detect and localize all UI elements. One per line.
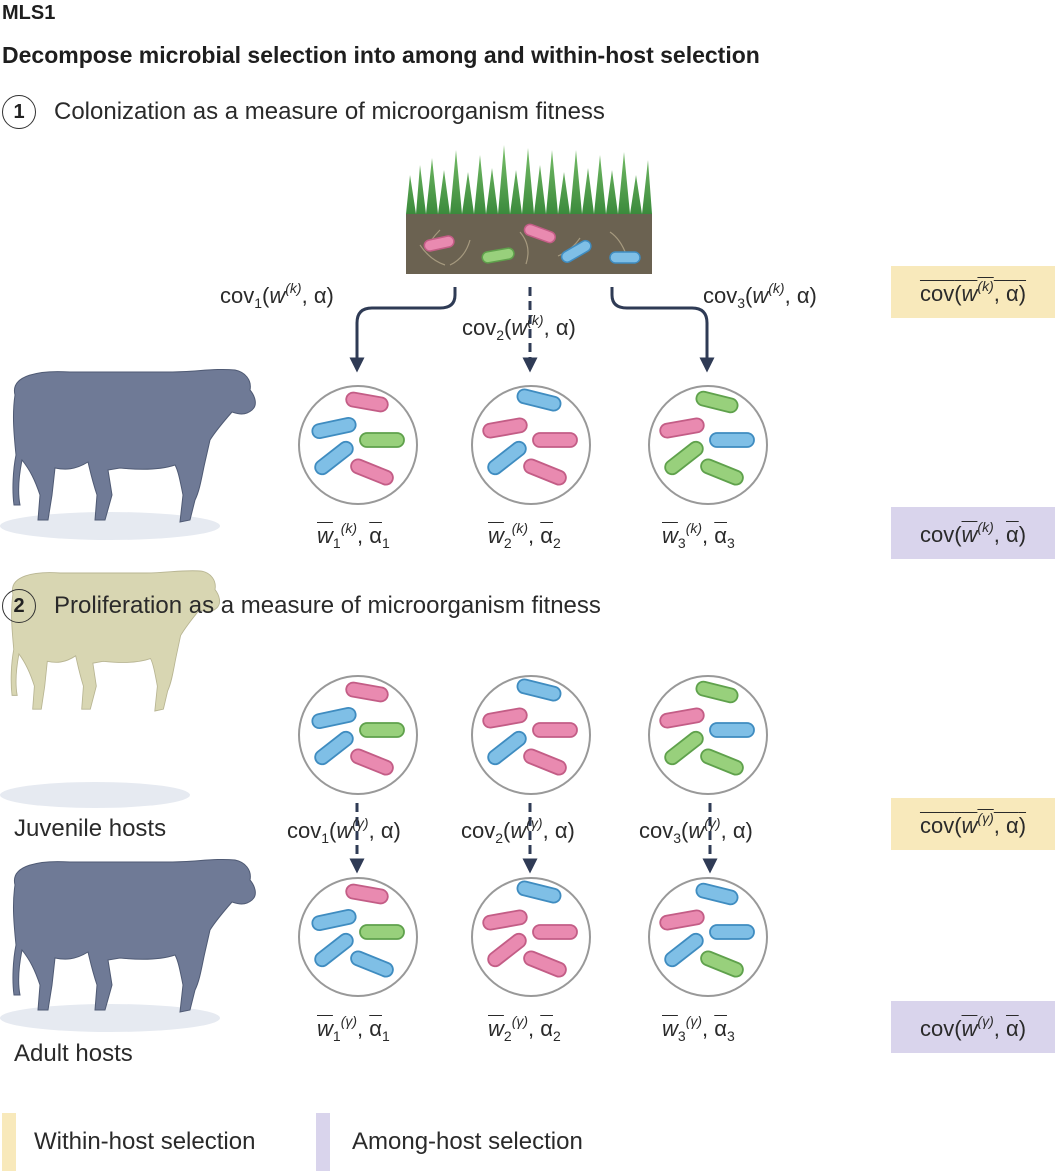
cov-label-colonization-2: cov2(w(k), α) [462, 312, 576, 343]
step-number: 2 [2, 589, 36, 623]
step-number: 1 [2, 95, 36, 129]
host-community-1 [298, 385, 418, 505]
adult-hosts-label: Adult hosts [14, 1040, 133, 1067]
cow-shadow [0, 512, 220, 540]
juvenile-community-2 [471, 675, 591, 795]
among-host-panel-colonization: cov(w(k), α) [891, 507, 1055, 559]
cov-label-colonization-3: cov3(w(k), α) [703, 280, 817, 311]
within-host-panel-colonization: cov(w(k), α) [891, 266, 1055, 318]
step-1: 1 Colonization as a measure of microorga… [2, 94, 605, 130]
cow-shadow [0, 1004, 220, 1032]
mean-label-adult-1: w1(γ), α1 [317, 1013, 390, 1044]
legend-swatch-among [316, 1113, 330, 1171]
proliferation-arrows [349, 803, 718, 874]
adult-community-2 [471, 877, 591, 997]
microbe-communities [298, 385, 768, 997]
juvenile-community-1 [298, 675, 418, 795]
step-text: Colonization as a measure of microorgani… [54, 98, 605, 125]
legend-label-within: Within-host selection [34, 1128, 256, 1155]
figure-tag: MLS1 [2, 2, 56, 24]
mean-label-adult-3: w3(γ), α3 [662, 1013, 735, 1044]
soil-microbes [423, 223, 641, 264]
among-host-panel-proliferation: cov(w(γ), α) [891, 1001, 1055, 1053]
adult-community-1 [298, 877, 418, 997]
step-2: 2 Proliferation as a measure of microorg… [2, 588, 601, 624]
legend-swatch-within [2, 1113, 16, 1171]
cov-label-proliferation-1: cov1(w(γ), α) [287, 815, 401, 846]
within-host-expression: cov(w(γ), α) [919, 809, 1027, 838]
cov-label-proliferation-3: cov3(w(γ), α) [639, 815, 753, 846]
cow-shadow [0, 782, 190, 808]
adult-cow-icon [12, 858, 256, 1013]
within-host-expression: cov(w(k), α) [919, 277, 1027, 306]
step-text: Proliferation as a measure of microorgan… [54, 592, 601, 619]
adult-community-3 [648, 877, 768, 997]
within-host-panel-proliferation: cov(w(γ), α) [891, 798, 1055, 850]
mean-label-adult-2: w2(γ), α2 [488, 1013, 561, 1044]
among-host-expression: cov(w(γ), α) [919, 1012, 1027, 1041]
juvenile-hosts-label: Juvenile hosts [14, 815, 167, 842]
grass-icon [406, 145, 652, 214]
mean-label-host-3: w3(k), α3 [662, 520, 735, 551]
legend-label-among: Among-host selection [352, 1128, 583, 1155]
mean-label-host-1: w1(k), α1 [317, 520, 390, 551]
juvenile-community-3 [648, 675, 768, 795]
figure-headline: Decompose microbial selection into among… [2, 42, 760, 68]
host-community-2 [471, 385, 591, 505]
adult-cow-icon [12, 368, 256, 523]
mean-label-host-2: w2(k), α2 [488, 520, 561, 551]
colonization-arrows [349, 287, 715, 373]
cov-label-proliferation-2: cov2(w(γ), α) [461, 815, 575, 846]
host-community-3 [648, 385, 768, 505]
cov-label-colonization-1: cov1(w(k), α) [220, 280, 334, 311]
among-host-expression: cov(w(k), α) [919, 518, 1027, 547]
